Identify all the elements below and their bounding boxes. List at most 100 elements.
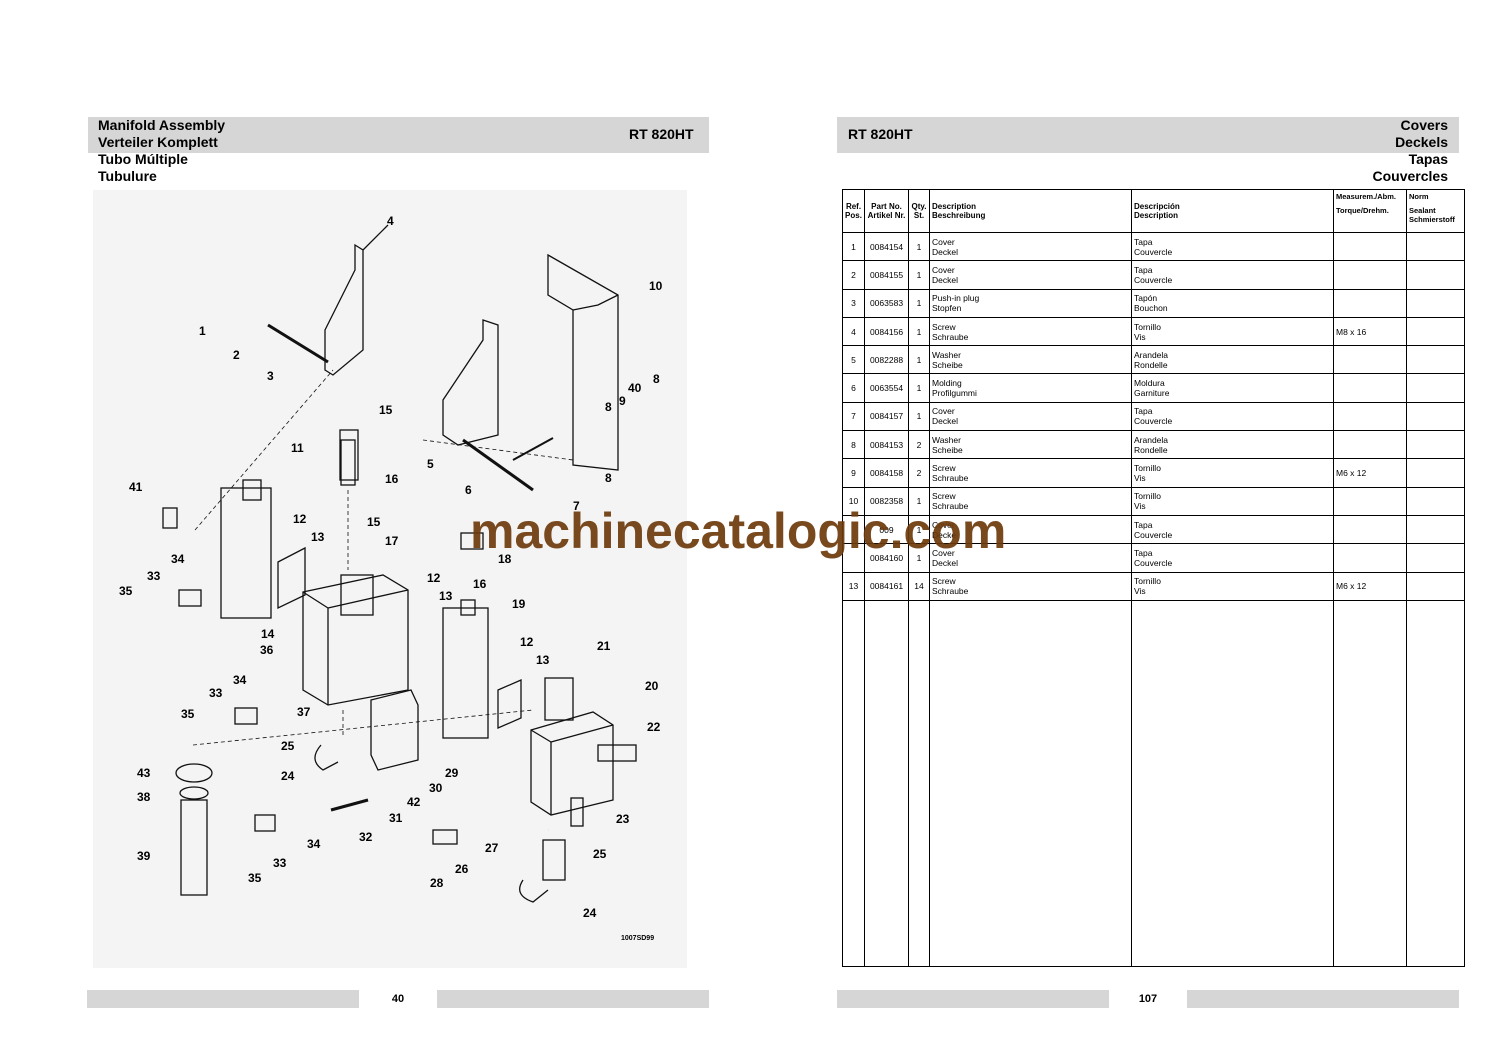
svg-text:34: 34: [233, 673, 247, 687]
cell-norm: [1406, 231, 1465, 262]
empty-cell: [864, 599, 909, 968]
right-header-bar: [837, 117, 1459, 153]
svg-text:13: 13: [439, 589, 453, 603]
svg-text:4: 4: [387, 214, 394, 228]
svg-text:20: 20: [645, 679, 659, 693]
cell-qty: 14: [908, 571, 930, 601]
svg-text:30: 30: [429, 781, 443, 795]
cell-ref: 6: [842, 373, 865, 403]
right-page-number: 107: [1138, 993, 1158, 1005]
left-model-label: RT 820HT: [629, 126, 694, 142]
svg-text:13: 13: [311, 530, 325, 544]
cell-measurement: M8 x 16: [1333, 316, 1407, 347]
svg-text:39: 39: [137, 849, 151, 863]
cell-measurement: M6 x 12: [1333, 458, 1407, 488]
cell-norm: [1406, 543, 1465, 573]
svg-text:29: 29: [445, 766, 459, 780]
svg-text:41: 41: [129, 480, 143, 494]
empty-cell: [1333, 599, 1407, 968]
diagram-drawing: 1 2 3 4 5 6 7 8 8 8 9 10 11 12 12 12 13 …: [119, 214, 663, 942]
cell-part-number: 0084157: [864, 401, 909, 432]
title-en: Covers: [1400, 117, 1448, 133]
title-es: Tapas: [1408, 151, 1448, 167]
watermark-text: machinecatalogic.com: [470, 503, 1007, 559]
svg-text:33: 33: [147, 569, 161, 583]
empty-cell: [929, 599, 1132, 968]
cell-ref: 5: [842, 345, 865, 375]
cell-qty: 1: [908, 231, 930, 262]
svg-text:28: 28: [430, 876, 444, 890]
cell-norm: [1406, 401, 1465, 432]
cell-norm: [1406, 514, 1465, 545]
cell-ref: 13: [842, 571, 865, 601]
col-header-measurement: Measurem./Abm.Torque/Drehm.: [1333, 189, 1407, 233]
svg-text:25: 25: [281, 739, 295, 753]
svg-text:8: 8: [605, 471, 612, 485]
svg-text:10: 10: [649, 279, 663, 293]
diagram-callouts: 1 2 3 4 5 6 7 8 8 8 9 10 11 12 12 12 13 …: [119, 214, 663, 920]
svg-text:1: 1: [199, 324, 206, 338]
svg-text:24: 24: [583, 906, 597, 920]
svg-text:32: 32: [359, 830, 373, 844]
cell-part-number: 0084155: [864, 260, 909, 290]
drawing-code: 1007SD99: [621, 935, 654, 942]
cell-qty: 1: [908, 316, 930, 347]
cell-measurement: M6 x 12: [1333, 571, 1407, 601]
svg-text:23: 23: [616, 812, 630, 826]
cell-measurement: [1333, 288, 1407, 318]
svg-text:21: 21: [597, 639, 611, 653]
cell-ref: 1: [842, 231, 865, 262]
svg-text:13: 13: [536, 653, 550, 667]
empty-cell: [908, 599, 930, 968]
cell-measurement: [1333, 260, 1407, 290]
cell-part-number: 0082288: [864, 345, 909, 375]
svg-text:33: 33: [209, 686, 223, 700]
svg-text:11: 11: [291, 441, 304, 455]
empty-cell: [1406, 599, 1465, 968]
title-fr: Couvercles: [1372, 168, 1448, 184]
cell-measurement: [1333, 486, 1407, 516]
title-es: Tubo Múltiple: [98, 151, 188, 167]
cell-part-number: 0084153: [864, 430, 909, 460]
cell-measurement: [1333, 373, 1407, 403]
svg-text:26: 26: [455, 862, 469, 876]
svg-text:16: 16: [473, 577, 487, 591]
cell-qty: 2: [908, 430, 930, 460]
cell-qty: 1: [908, 514, 930, 545]
svg-text:15: 15: [379, 403, 393, 417]
svg-text:3: 3: [267, 369, 274, 383]
cell-ref: 4: [842, 316, 865, 347]
svg-text:40: 40: [628, 381, 642, 395]
col-header-ref: Ref.Pos.: [842, 189, 865, 233]
right-footer-bar-2: [1187, 990, 1459, 1008]
cell-qty: 1: [908, 401, 930, 432]
cell-qty: 1: [908, 373, 930, 403]
cell-qty: 2: [908, 458, 930, 488]
col-header-part: Part No.Artikel Nr.: [864, 189, 909, 233]
right-page-titles: Covers Deckels Tapas Couvercles: [1373, 117, 1448, 185]
cell-ref: 2: [842, 260, 865, 290]
cell-norm: [1406, 288, 1465, 318]
diagram-leader-lines: [192, 369, 574, 746]
cell-norm: [1406, 260, 1465, 290]
cell-qty: 1: [908, 288, 930, 318]
left-page: Manifold Assembly Verteiler Komplett Tub…: [87, 117, 709, 1008]
cell-ref: 7: [842, 401, 865, 432]
empty-cell: [842, 599, 865, 968]
